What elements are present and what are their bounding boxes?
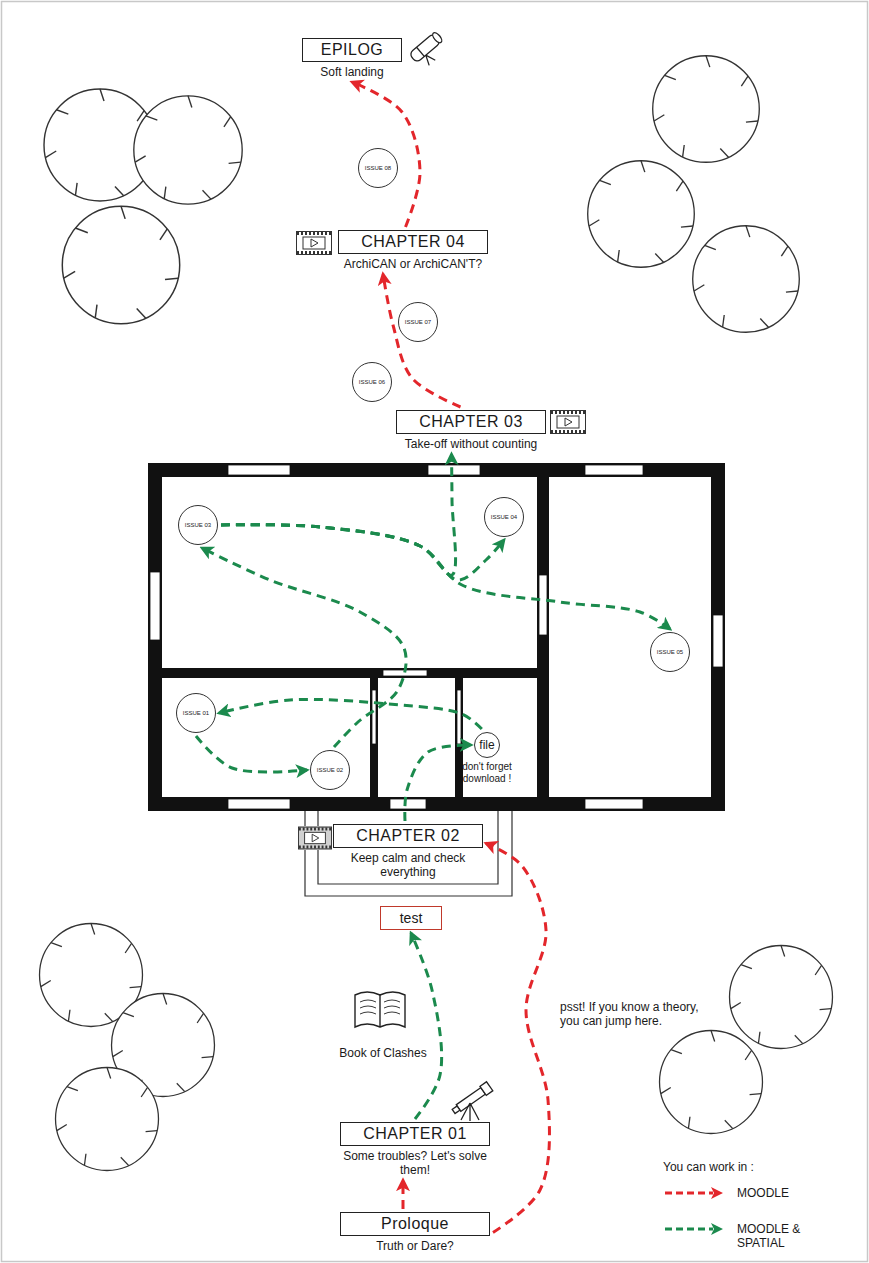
dashed-arrow	[486, 843, 549, 1232]
dashed-arrow	[221, 525, 670, 629]
box-subtitle: Some troubles? Let's solve them!	[340, 1149, 490, 1177]
legend-text: MOODLE	[737, 1186, 821, 1200]
circle-label: ISSUE 05	[650, 632, 690, 672]
legend-text: MOODLE & SPATIAL	[737, 1222, 821, 1250]
issue-circle: ISSUE 04	[484, 497, 524, 537]
legend-line	[665, 1228, 713, 1231]
dashed-arrow	[202, 548, 406, 747]
dashed-arrow	[383, 274, 461, 407]
box-heading: EPILOG	[302, 38, 402, 62]
chapter-box: CHAPTER 01 Some troubles? Let's solve the…	[340, 1122, 490, 1177]
box-heading: CHAPTER 04	[338, 230, 488, 254]
legend-arrowhead	[711, 1223, 723, 1235]
issue-circle: ISSUE 05	[650, 632, 690, 672]
box-subtitle: don't forget download !	[455, 761, 519, 785]
legend-title: You can work in :	[663, 1160, 823, 1174]
chapter-box: CHAPTER 03 Take-off without counting	[396, 410, 546, 451]
box-subtitle: ArchiCAN or ArchiCAN'T?	[338, 257, 488, 271]
note: psst! If you know a theory, you can jump…	[560, 1000, 710, 1028]
dashed-arrow	[411, 933, 442, 1119]
legend-line	[665, 1192, 713, 1195]
box-heading: CHAPTER 03	[396, 410, 546, 434]
issue-circle: ISSUE 06	[352, 362, 392, 402]
circle-label: file	[474, 732, 500, 758]
box-subtitle: Truth or Dare?	[340, 1239, 490, 1253]
legend-arrowhead	[711, 1187, 723, 1199]
dashed-arrow	[352, 82, 420, 227]
box-heading: Proloque	[340, 1212, 490, 1236]
legend-swatch	[663, 1222, 725, 1236]
circle-label: ISSUE 06	[352, 362, 392, 402]
issue-circle: ISSUE 07	[398, 302, 438, 342]
chapter-box: ProloqueTruth or Dare?	[340, 1212, 490, 1253]
dashed-arrow	[402, 1180, 405, 1209]
dashed-arrow	[405, 745, 471, 821]
box-heading: test	[380, 906, 442, 930]
file-circle: file don't forget download !	[455, 732, 519, 785]
dashed-arrow	[221, 454, 456, 575]
chapter-box: EPILOG Soft landing	[302, 38, 402, 79]
issue-circle: ISSUE 08	[358, 148, 398, 188]
dashed-arrow	[196, 736, 307, 772]
circle-label: ISSUE 01	[176, 693, 216, 733]
chapter-box: CHAPTER 02 Keep calm and check everything	[333, 824, 483, 879]
circle-label: ISSUE 07	[398, 302, 438, 342]
issue-circle: ISSUE 03	[178, 505, 218, 545]
box-heading: CHAPTER 01	[340, 1122, 490, 1146]
circle-label: ISSUE 02	[310, 750, 350, 790]
legend-row: MOODLE & SPATIAL	[663, 1222, 821, 1250]
chapter-box: CHAPTER 04 ArchiCAN or ArchiCAN'T?	[338, 230, 488, 271]
circle-label: ISSUE 08	[358, 148, 398, 188]
circle-label: ISSUE 03	[178, 505, 218, 545]
box-subtitle: Soft landing	[302, 65, 402, 79]
box-subtitle: Take-off without counting	[396, 437, 546, 451]
legend-swatch	[663, 1186, 725, 1200]
box-heading: CHAPTER 02	[333, 824, 483, 848]
issue-circle: ISSUE 02	[310, 750, 350, 790]
icon-caption: Book of Clashes	[333, 1046, 433, 1060]
legend-row: MOODLE	[663, 1186, 821, 1200]
test-box: test	[380, 906, 442, 930]
circle-label: ISSUE 04	[484, 497, 524, 537]
dashed-arrow	[219, 699, 482, 729]
issue-circle: ISSUE 01	[176, 693, 216, 733]
box-subtitle: Keep calm and check everything	[333, 851, 483, 879]
